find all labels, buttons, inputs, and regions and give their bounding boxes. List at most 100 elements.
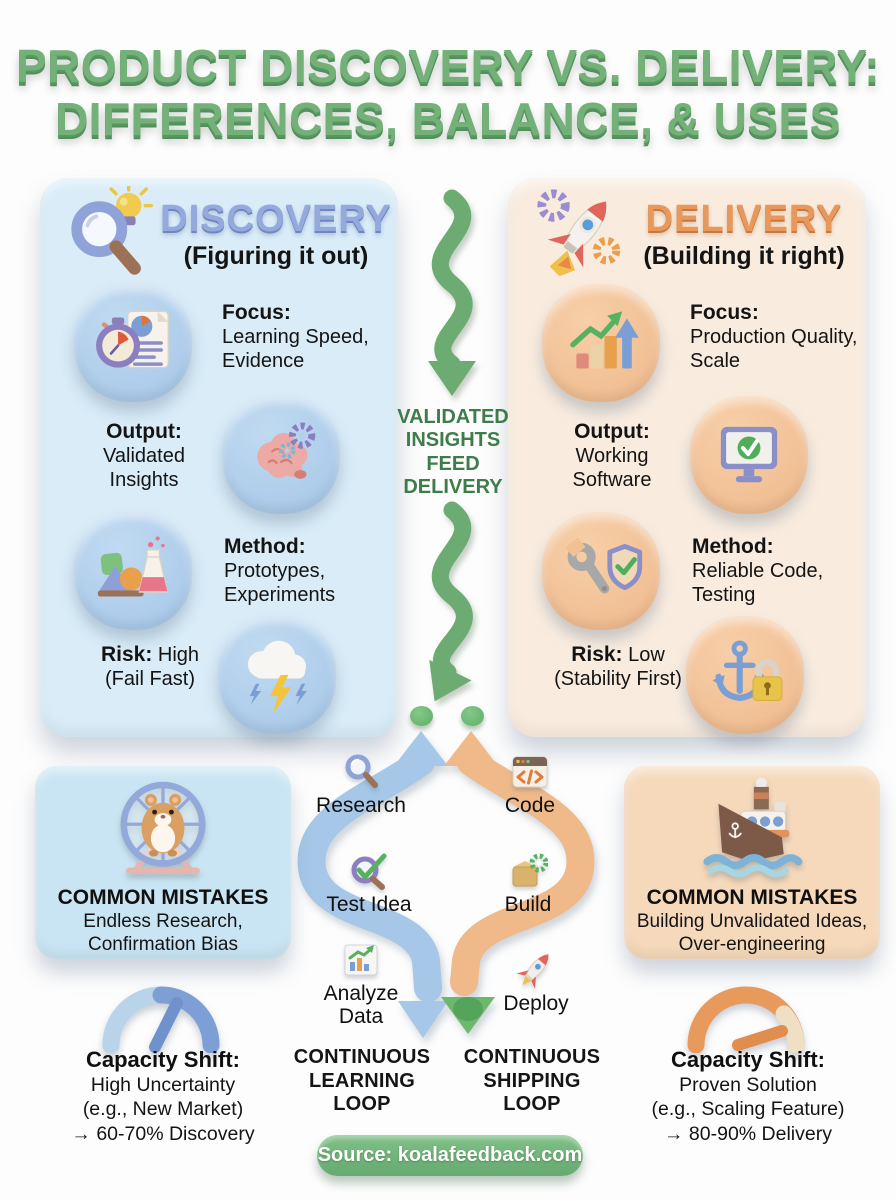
brain-gears-icon — [257, 422, 316, 479]
output-value: Validated Insights — [103, 445, 185, 492]
step-test-idea: Test Idea — [309, 849, 429, 916]
discovery-subtitle: (Figuring it out) — [183, 242, 369, 270]
delivery-method-text: Method: Reliable Code, Testing — [692, 534, 864, 607]
capacity-line1: High Uncertainty — [90, 1074, 236, 1097]
anchor-lock-icon — [712, 640, 783, 701]
focus-value: Production Quality, Scale — [690, 326, 858, 373]
delivery-capacity: Capacity Shift: Proven Solution (e.g., S… — [623, 1046, 873, 1146]
steamship-icon — [703, 777, 803, 878]
wrench-shield-icon — [565, 537, 643, 594]
stopwatch-report-icon — [96, 310, 169, 369]
focus-value: Learning Speed, Evidence — [222, 326, 369, 373]
step-analyze-data: Analyze Data — [301, 940, 421, 1028]
code-window-icon — [512, 756, 548, 788]
risk-label: Risk: — [100, 643, 153, 666]
test-idea-icon — [351, 853, 387, 890]
hamster-wheel-icon — [120, 781, 206, 875]
delivery-focus-text: Focus: Production Quality, Scale — [690, 300, 866, 373]
focus-bubble — [542, 284, 660, 402]
wavy-down-arrow-icon — [428, 189, 476, 396]
source-badge: Source: koalafeedback.com — [317, 1135, 583, 1176]
discovery-card: DISCOVERY (Figuring it out) Focus: Learn… — [40, 178, 398, 737]
delivery-header: DELIVERY (Building it right) — [624, 198, 864, 271]
step-label: Code — [504, 794, 556, 817]
research-magnifier-icon — [345, 754, 378, 788]
green-dot — [410, 706, 433, 726]
capacity-line3: → 60-70% Discovery — [71, 1122, 255, 1145]
method-bubble — [74, 512, 192, 630]
gauge-blue-icon — [102, 986, 220, 1053]
method-bubble — [542, 512, 660, 630]
analyze-data-icon — [344, 944, 378, 976]
output-label: Output: — [574, 420, 650, 443]
output-value: Working Software — [572, 445, 652, 492]
risk-note: (Stability First) — [554, 668, 682, 691]
capacity-line2: (e.g., Scaling Feature) — [651, 1098, 845, 1121]
page-title-line2: DIFFERENCES, BALANCE, & USES — [55, 93, 841, 146]
discovery-method-text: Method: Prototypes, Experiments — [224, 534, 396, 607]
page-title-line1: PRODUCT DISCOVERY VS. DELIVERY: — [15, 40, 881, 92]
discovery-header: DISCOVERY (Figuring it out) — [156, 198, 396, 271]
method-label: Method: — [224, 535, 306, 558]
step-label: Build — [504, 893, 552, 916]
delivery-card: DELIVERY (Building it right) Focus: Prod… — [508, 178, 866, 737]
output-bubble — [222, 396, 340, 514]
risk-value: Low — [628, 644, 665, 666]
step-deploy: Deploy — [476, 948, 596, 1015]
focus-label: Focus: — [222, 301, 291, 324]
discovery-title: DISCOVERY — [160, 198, 392, 240]
shipping-loop-caption: CONTINUOUS SHIPPING LOOP — [463, 1046, 601, 1116]
capacity-label: Capacity Shift: — [85, 1047, 241, 1072]
magnifier-lightbulb-icon — [71, 186, 153, 275]
risk-bubble — [218, 616, 336, 734]
prototype-flask-icon — [97, 536, 169, 597]
capacity-label: Capacity Shift: — [670, 1047, 826, 1072]
risk-note: (Fail Fast) — [105, 668, 195, 691]
discovery-risk-text: Risk: High (Fail Fast) — [66, 642, 234, 691]
step-label: Research — [316, 794, 406, 817]
mistakes-text: Building Unvalidated Ideas, Over-enginee… — [636, 911, 868, 956]
delivery-risk-text: Risk: Low (Stability First) — [534, 642, 702, 691]
capacity-line1: Proven Solution — [679, 1074, 817, 1097]
output-bubble — [690, 396, 808, 514]
step-code: Code — [470, 752, 590, 817]
shipping-loop-arrow — [450, 748, 595, 996]
monitor-check-icon — [720, 426, 778, 483]
method-label: Method: — [692, 535, 774, 558]
growth-chart-icon — [570, 311, 639, 369]
storm-cloud-icon — [247, 640, 307, 715]
loop-arrows — [297, 731, 595, 1038]
focus-label: Focus: — [690, 301, 759, 324]
delivery-mistakes-box: COMMON MISTAKES Building Unvalidated Ide… — [624, 766, 880, 959]
discovery-capacity: Capacity Shift: High Uncertainty (e.g., … — [38, 1046, 288, 1146]
learning-loop-caption: CONTINUOUS LEARNING LOOP — [293, 1046, 431, 1116]
step-build: Build — [468, 851, 588, 916]
gauge-orange-icon — [687, 986, 805, 1053]
mistakes-title: COMMON MISTAKES — [646, 886, 858, 909]
discovery-focus-text: Focus: Learning Speed, Evidence — [222, 300, 398, 373]
delivery-title: DELIVERY — [645, 198, 843, 240]
green-dot — [461, 706, 484, 726]
step-label: Analyze Data — [323, 982, 399, 1029]
method-value: Reliable Code, Testing — [692, 560, 824, 607]
risk-label: Risk: — [571, 643, 623, 666]
method-value: Prototypes, Experiments — [224, 560, 336, 607]
build-package-icon — [512, 853, 548, 887]
step-label: Test Idea — [326, 893, 412, 916]
learning-loop-arrow — [297, 748, 442, 1002]
page-title: PRODUCT DISCOVERY VS. DELIVERY: DIFFEREN… — [0, 40, 896, 147]
capacity-line2: (e.g., New Market) — [82, 1098, 244, 1121]
delivery-output-text: Output: Working Software — [536, 419, 688, 492]
mistakes-title: COMMON MISTAKES — [57, 886, 269, 909]
risk-value: High — [157, 644, 200, 666]
deploy-rocket-icon — [516, 953, 549, 989]
wavy-down-arrow-icon — [429, 501, 473, 702]
capacity-line3: → 80-90% Delivery — [664, 1122, 832, 1145]
step-research: Research — [301, 752, 421, 817]
focus-bubble — [74, 284, 192, 402]
step-label: Deploy — [503, 992, 569, 1015]
bridge-text: VALIDATED INSIGHTS FEED DELIVERY — [397, 406, 509, 499]
risk-bubble — [686, 616, 804, 734]
mistakes-text: Endless Research, Confirmation Bias — [83, 911, 243, 956]
output-label: Output: — [106, 420, 182, 443]
